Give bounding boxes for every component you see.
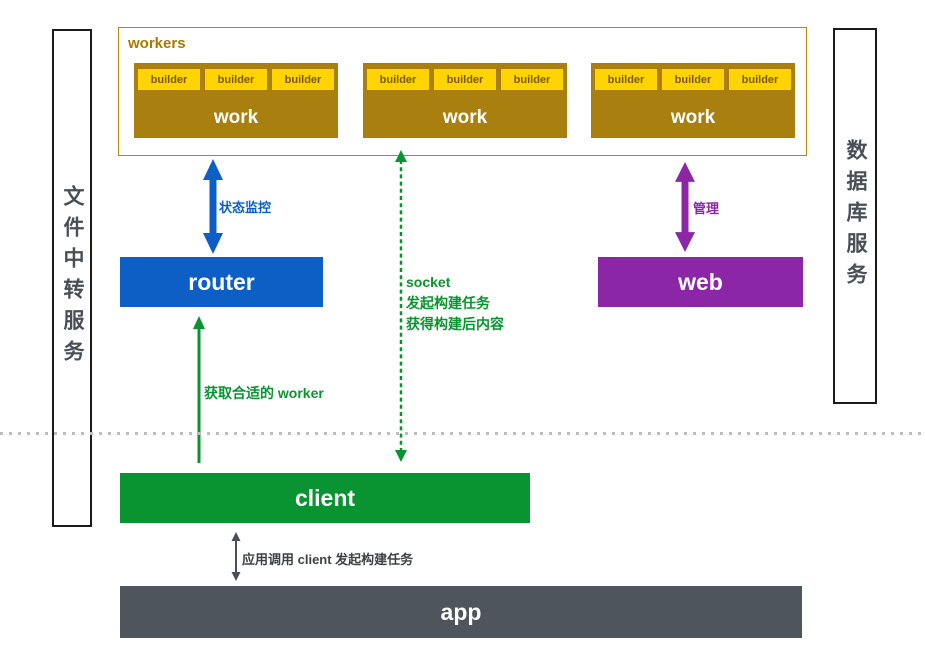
builder-chip: builder: [272, 69, 334, 90]
work-label: work: [442, 107, 488, 128]
router-node: router: [120, 257, 323, 307]
socket-line1: 发起构建任务: [406, 295, 490, 311]
socket-arrow: [395, 150, 407, 462]
workers-container: workers builder builder builder work bui…: [118, 27, 807, 156]
work-group-1: builder builder builder work: [134, 63, 338, 138]
file-transfer-service-panel: 文件中转服务: [52, 29, 92, 527]
socket-line2: 获得构建后内容: [406, 316, 504, 332]
builder-chip: builder: [501, 69, 563, 90]
app-node: app: [120, 586, 802, 638]
workers-title: workers: [128, 35, 186, 52]
get-worker-arrow: [193, 316, 205, 463]
builder-chip: builder: [595, 69, 657, 90]
builder-chip: builder: [205, 69, 267, 90]
database-service-label: 数据库服务: [844, 138, 867, 294]
builder-chip: builder: [662, 69, 724, 90]
builder-chip: builder: [367, 69, 429, 90]
file-transfer-service-label: 文件中转服务: [61, 185, 84, 371]
web-node: web: [598, 257, 803, 307]
work-label: work: [213, 107, 259, 128]
builders-row: builder builder builder: [363, 69, 567, 90]
status-monitor-label: 状态监控: [219, 200, 272, 215]
app-call-label: 应用调用 client 发起构建任务: [242, 552, 414, 567]
manage-label: 管理: [693, 201, 720, 216]
work-group-3: builder builder builder work: [591, 63, 795, 138]
work-label: work: [670, 107, 716, 128]
builder-chip: builder: [434, 69, 496, 90]
builder-chip: builder: [138, 69, 200, 90]
database-service-panel: 数据库服务: [833, 28, 877, 404]
socket-title: socket: [406, 274, 451, 290]
builder-chip: builder: [729, 69, 791, 90]
app-call-arrow: [231, 532, 241, 581]
builders-row: builder builder builder: [591, 69, 795, 90]
get-worker-label: 获取合适的 worker: [204, 385, 324, 401]
boundary-dotted-line: [0, 432, 925, 435]
manage-arrow: [675, 161, 695, 253]
status-monitor-arrow: [203, 159, 223, 254]
client-node: client: [120, 473, 530, 523]
work-group-2: builder builder builder work: [363, 63, 567, 138]
builders-row: builder builder builder: [134, 69, 338, 90]
socket-label-block: socket 发起构建任务 获得构建后内容: [406, 272, 504, 335]
